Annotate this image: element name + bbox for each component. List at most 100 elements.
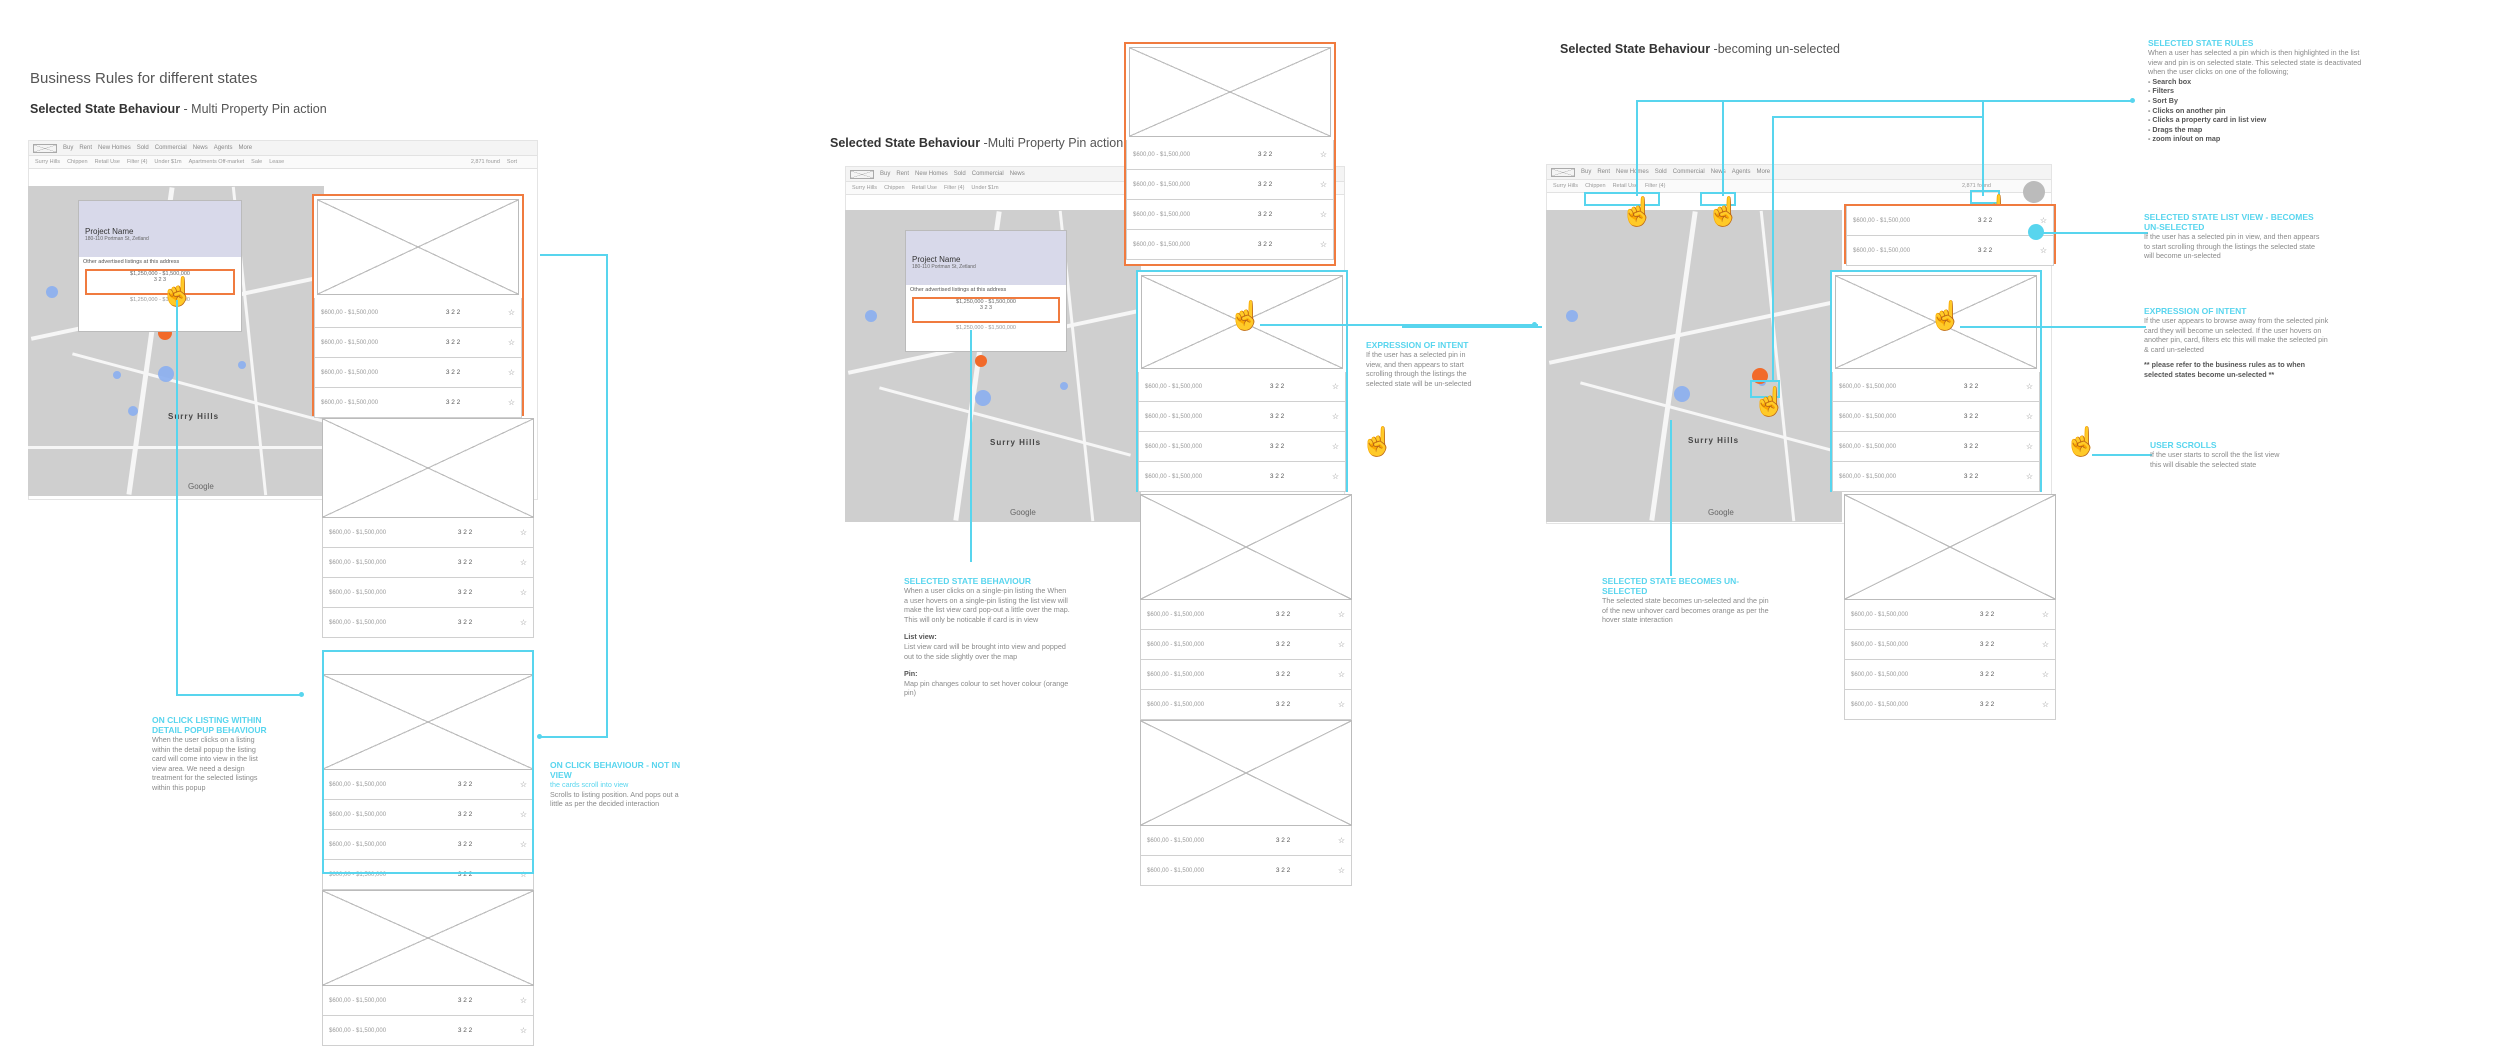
star-icon[interactable]: ☆ [519,618,527,627]
star-icon[interactable]: ☆ [507,368,515,377]
nav-item-sold[interactable]: Sold [136,145,149,151]
star-icon[interactable]: ☆ [2041,640,2049,649]
scrolled-card[interactable] [322,650,534,874]
filter-chip[interactable]: Under $1m [154,159,182,165]
star-icon[interactable]: ☆ [1319,150,1327,159]
star-icon[interactable]: ☆ [2041,610,2049,619]
star-icon[interactable]: ☆ [1337,866,1345,875]
filter-chip[interactable]: Under $1m [971,185,999,191]
map-3[interactable]: Surry Hills Google [1546,210,1842,522]
nav-item[interactable]: Commercial [971,171,1004,177]
star-icon[interactable]: ☆ [519,528,527,537]
star-icon[interactable]: ☆ [1337,610,1345,619]
star-icon[interactable]: ☆ [1337,670,1345,679]
star-icon[interactable]: ☆ [519,996,527,1005]
nav-item-new-homes[interactable]: New Homes [98,145,131,151]
star-icon[interactable]: ☆ [2041,700,2049,709]
star-icon[interactable]: ☆ [1337,640,1345,649]
filter-chip[interactable]: Chippen [67,159,88,165]
star-icon[interactable]: ☆ [519,558,527,567]
star-icon[interactable]: ☆ [1319,180,1327,189]
star-icon[interactable]: ☆ [519,840,527,849]
star-icon[interactable]: ☆ [1337,836,1345,845]
filter-chip[interactable]: Surry Hills [35,159,61,165]
nav-item[interactable]: Rent [896,171,910,177]
star-icon[interactable]: ☆ [1319,210,1327,219]
nav-item[interactable]: More [1756,169,1771,175]
nav-item[interactable]: New Homes [1616,169,1649,175]
filter-chip[interactable]: Lease [269,159,285,165]
filter-chip[interactable]: Retail Use [94,159,120,165]
star-icon[interactable]: ☆ [2025,442,2033,451]
star-icon[interactable]: ☆ [2041,670,2049,679]
nav-item[interactable]: Buy [880,171,891,177]
filter-chip[interactable]: Filter (4) [1644,183,1666,189]
filter-chip[interactable]: Surry Hills [852,185,878,191]
star-icon[interactable]: ☆ [1331,382,1339,391]
nav-item-commercial[interactable]: Commercial [154,145,187,151]
filter-chip[interactable]: Surry Hills [1553,183,1579,189]
star-icon[interactable]: ☆ [507,308,515,317]
star-icon[interactable]: ☆ [507,398,515,407]
star-icon[interactable]: ☆ [2025,472,2033,481]
star-icon[interactable]: ☆ [519,780,527,789]
filter-chip[interactable]: Filter (4) [943,185,965,191]
avatar[interactable] [2023,181,2045,203]
nav-item-agents[interactable]: Agents [213,145,233,151]
nav-item[interactable]: Buy [1581,169,1592,175]
star-icon[interactable]: ☆ [519,1026,527,1035]
star-icon[interactable]: ☆ [1331,442,1339,451]
filter-chip[interactable]: Apartments Off-market [188,159,245,165]
star-icon[interactable]: ☆ [2039,246,2047,255]
nav-item[interactable]: Commercial [1672,169,1705,175]
nav-item[interactable]: Rent [1597,169,1611,175]
nav-item-more[interactable]: More [238,145,253,151]
star-icon[interactable]: ☆ [1331,472,1339,481]
star-icon[interactable]: ☆ [1319,240,1327,249]
filter-chip[interactable]: Sale [251,159,263,165]
filter-chip[interactable]: Retail Use [911,185,937,191]
filter-chip[interactable]: Retail Use [1612,183,1638,189]
nav-item[interactable]: New Homes [915,171,948,177]
star-icon[interactable]: ☆ [519,870,527,879]
star-icon[interactable]: ☆ [2025,412,2033,421]
nav-item[interactable]: Sold [953,171,966,177]
filter-chip[interactable]: Filter (4) [126,159,148,165]
filter-chip[interactable]: Chippen [884,185,905,191]
